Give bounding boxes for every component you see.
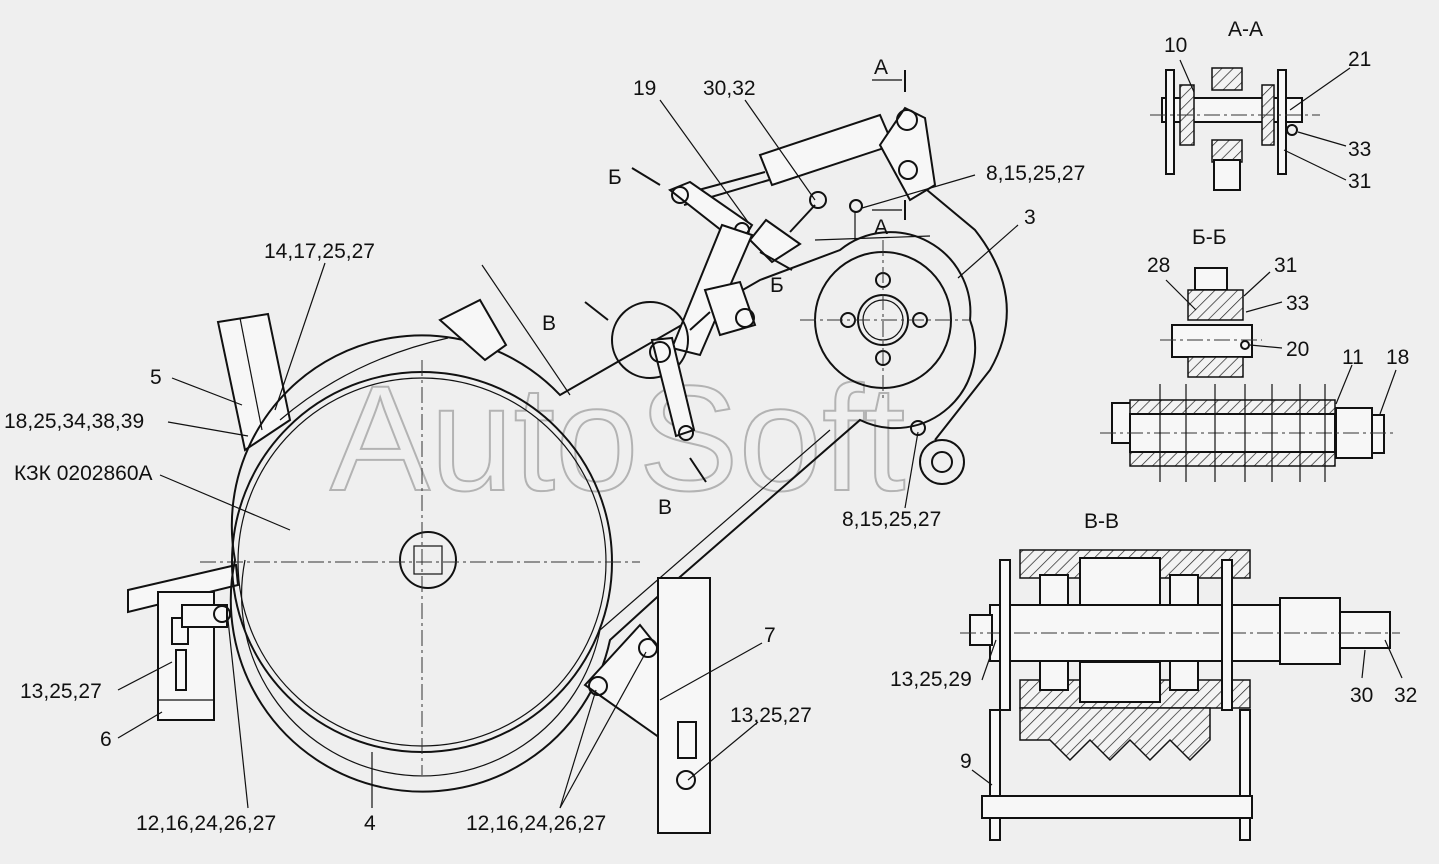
cut-marker-a-bottom: А	[874, 216, 888, 239]
lower-bracket	[583, 577, 711, 834]
tension-cylinder	[668, 106, 937, 357]
callout-vv-32: 32	[1394, 684, 1417, 707]
callout-18-25-34-38-39: 18,25,34,38,39	[4, 410, 144, 433]
section-title-v-v: В-В	[1084, 510, 1119, 533]
cover-plate	[279, 264, 571, 421]
idler-arm	[611, 280, 757, 441]
callout-bb-33: 33	[1286, 292, 1309, 315]
tensioner-pulley	[800, 179, 1008, 485]
cut-marker-a-top: А	[874, 56, 888, 79]
cut-marker-v-left: В	[542, 312, 556, 335]
callout-12-16-24-26-27-left: 12,16,24,26,27	[136, 812, 276, 835]
callout-bb-31: 31	[1274, 254, 1297, 277]
callout-vv-30: 30	[1350, 684, 1373, 707]
shaft-assembly	[1100, 384, 1395, 482]
callout-vv-13-25-29: 13,25,29	[890, 668, 972, 691]
cut-marker-a	[872, 70, 906, 220]
callout-bb-20: 20	[1286, 338, 1309, 361]
callout-18: 18	[1386, 346, 1409, 369]
callout-6: 6	[100, 728, 112, 751]
callout-19: 19	[633, 77, 656, 100]
drive-belt	[229, 231, 977, 793]
callout-aa-10: 10	[1164, 34, 1187, 57]
callout-7: 7	[764, 624, 776, 647]
callout-13-25-27-left: 13,25,27	[20, 680, 102, 703]
large-pulley	[200, 360, 640, 775]
callout-14-17-25-27: 14,17,25,27	[264, 240, 375, 263]
left-frame-bracket	[127, 312, 292, 721]
callout-13-25-27-right: 13,25,27	[730, 704, 812, 727]
section-b-b	[1160, 267, 1262, 378]
callout-30-32-top: 30,32	[703, 77, 756, 100]
cut-marker-b-left: Б	[608, 166, 622, 189]
leader-lines	[117, 59, 1403, 809]
callout-12-16-24-26-27-mid: 12,16,24,26,27	[466, 812, 606, 835]
callout-4: 4	[364, 812, 376, 835]
callout-vv-9: 9	[960, 750, 972, 773]
watermark: AutoSoft	[330, 354, 905, 522]
callout-8-15-25-27-bottom: 8,15,25,27	[842, 508, 941, 531]
callout-aa-21: 21	[1348, 48, 1371, 71]
callout-bb-28: 28	[1147, 254, 1170, 277]
cut-marker-b-right: Б	[770, 274, 784, 297]
section-v-v	[960, 549, 1400, 841]
callout-8-15-25-27-top: 8,15,25,27	[986, 162, 1085, 185]
cut-marker-v-bottom: В	[658, 496, 672, 519]
callout-11: 11	[1342, 346, 1364, 369]
callout-aa-33: 33	[1348, 138, 1371, 161]
section-title-a-a: А-А	[1228, 18, 1263, 41]
callout-kzk: КЗК 0202860А	[14, 462, 153, 485]
callout-3: 3	[1024, 206, 1036, 229]
callout-aa-31: 31	[1348, 170, 1371, 193]
callout-5: 5	[150, 366, 162, 389]
section-title-b-b: Б-Б	[1192, 226, 1227, 249]
section-a-a	[1150, 67, 1320, 191]
